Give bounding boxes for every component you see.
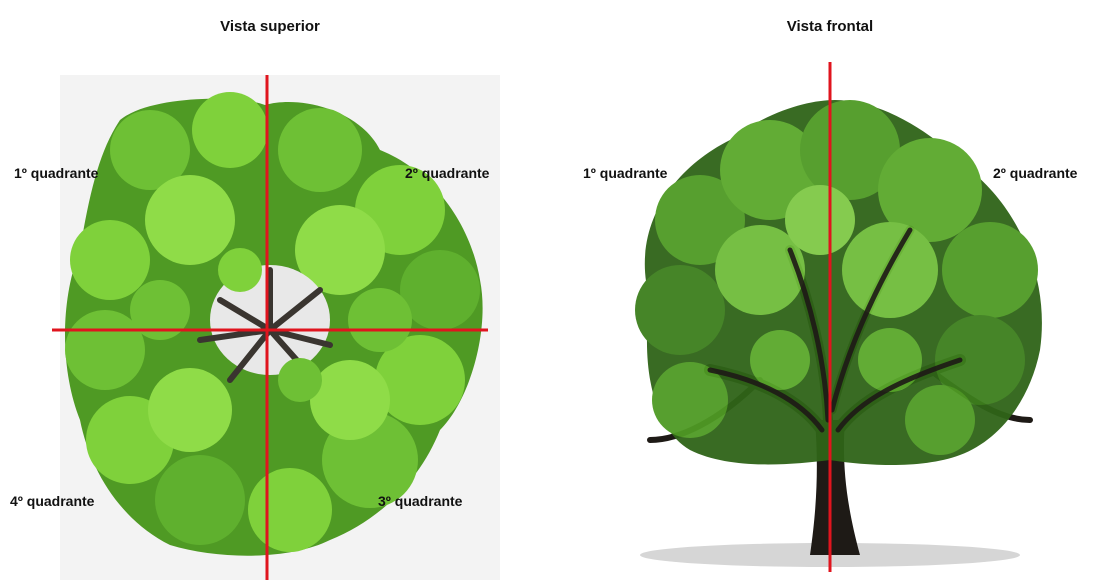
front-view-title: Vista frontal (560, 18, 1093, 35)
top-view-quadrant-2-label: 2º quadrante (405, 165, 489, 181)
front-view-canopy (635, 100, 1042, 465)
top-view-quadrant-3-label: 3º quadrante (378, 493, 462, 509)
top-view-panel: Vista superior 1º quadrante 2º quadrante… (0, 0, 540, 580)
top-view-quadrant-1-label: 1º quadrante (14, 165, 98, 181)
front-view-quadrant-2-label: 2º quadrante (993, 165, 1077, 181)
front-view-tree-illustration (560, 0, 1093, 580)
top-view-title: Vista superior (0, 18, 540, 35)
front-view-quadrant-1-label: 1º quadrante (583, 165, 667, 181)
front-view-panel: Vista frontal 1º quadrante 2º quadrante (560, 0, 1093, 580)
top-view-quadrant-4-label: 4º quadrante (10, 493, 94, 509)
